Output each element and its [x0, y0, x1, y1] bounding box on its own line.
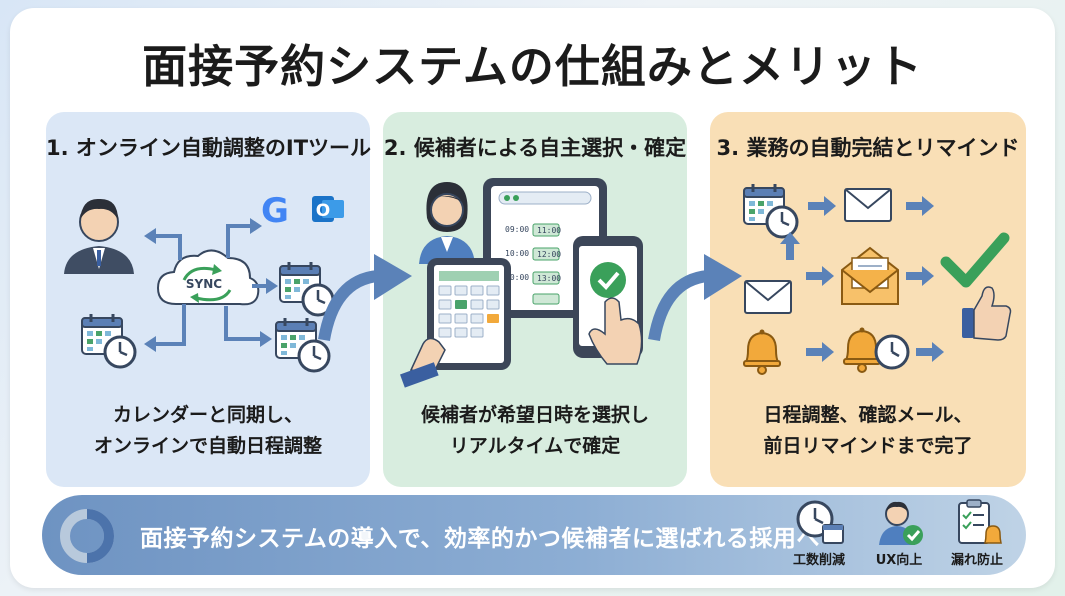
envelope-icon: [841, 246, 899, 305]
svg-text:13:00: 13:00: [537, 274, 561, 283]
panel-description: 候補者が希望日時を選択し リアルタイムで確定: [420, 404, 649, 457]
summary-banner: 面接予約システムの導入で、効率的かつ候補者に選ばれる採用へ 工数削減 UX向上: [42, 495, 1026, 575]
svg-text:12:00: 12:00: [537, 250, 561, 259]
panel-automation-reminder: 3. 業務の自動完結とリマインド: [710, 112, 1026, 487]
clock-calendar-icon: [796, 500, 844, 544]
calendar-clock-icon: [742, 182, 799, 239]
panel-online-scheduling: 1. オンライン自動調整のITツール SYNC: [46, 112, 372, 487]
benefit-cost-reduction: 工数削減: [784, 499, 854, 569]
benefit-ux-improvement: UX向上: [864, 499, 934, 569]
envelope-icon: [844, 188, 892, 222]
google-icon: G: [261, 191, 289, 231]
svg-text:SYNC: SYNC: [186, 277, 222, 291]
panel-title: 3. 業務の自動完結とリマインド: [716, 136, 1020, 160]
svg-text:G: G: [261, 191, 289, 231]
panel-candidate-self-selection: 2. 候補者による自主選択・確定 09:00 10:00 10:00 11:00: [383, 112, 687, 487]
bell-icon: [843, 326, 881, 373]
svg-text:11:00: 11:00: [537, 226, 561, 235]
svg-text:10:00: 10:00: [505, 249, 529, 258]
panel-description: カレンダーと同期し、 オンラインで自動日程調整: [93, 404, 322, 457]
progress-ring-icon: [60, 509, 114, 563]
tablet-icon: [400, 258, 511, 388]
person-icon: [419, 182, 475, 264]
svg-text:O: O: [316, 201, 330, 221]
benefit-omission-prevention: 漏れ防止: [942, 499, 1012, 569]
person-check-icon: [879, 501, 923, 545]
outlook-icon: O: [312, 196, 344, 222]
page-title: 面接予約システムの仕組みとメリット: [142, 40, 923, 93]
svg-text:09:00: 09:00: [505, 225, 529, 234]
smartphone-icon: [573, 236, 643, 365]
panel-title: 2. 候補者による自主選択・確定: [383, 136, 687, 160]
bell-icon: [743, 328, 781, 375]
panel-title: 1. オンライン自動調整のITツール: [46, 136, 372, 160]
time-slots: 09:00 10:00 10:00 11:00 12:00 13:00: [505, 223, 561, 305]
svg-text:10:00: 10:00: [505, 273, 529, 282]
calendar-clock-icon: [80, 312, 137, 369]
banner-text: 面接予約システムの導入で、効率的かつ候補者に選ばれる採用へ: [140, 526, 820, 552]
sync-cloud-icon: SYNC: [156, 249, 260, 306]
flow-arrow: [318, 254, 412, 342]
thumbs-up-icon: [962, 286, 1012, 341]
person-icon: [64, 198, 134, 274]
checklist-bell-icon: [958, 499, 1002, 544]
flow-arrow: [648, 254, 742, 342]
checkmark-icon: [940, 232, 1010, 288]
panel-description: 日程調整、確認メール、 前日リマインドまで完了: [763, 404, 973, 457]
envelope-icon: [744, 280, 792, 314]
calendar-clock-icon: [874, 334, 910, 370]
